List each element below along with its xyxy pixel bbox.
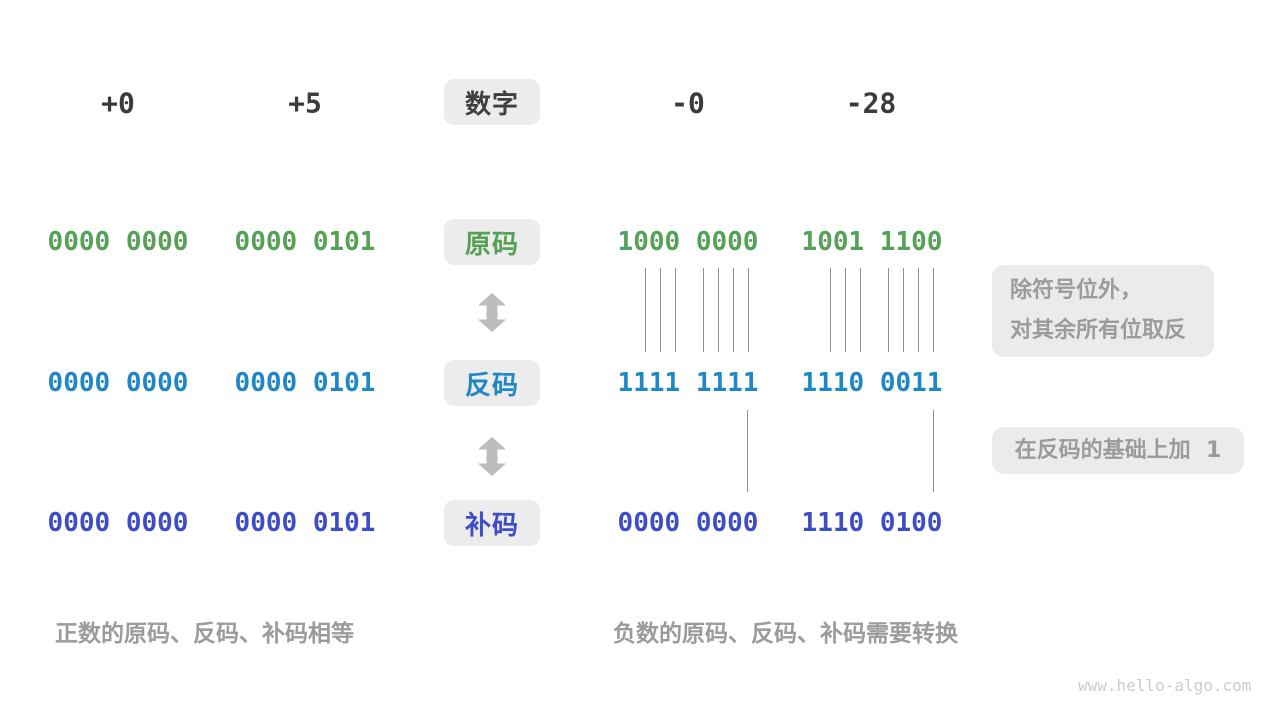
bit-line [903, 268, 904, 352]
label-number: 数字 [444, 79, 540, 125]
bit-line [845, 268, 846, 352]
bit-line [645, 268, 646, 352]
up-down-arrow-icon [478, 293, 506, 332]
bit-line [747, 410, 748, 492]
twos-complement-value: 0000 0101 [234, 508, 376, 538]
label-sign-magnitude: 原码 [444, 219, 540, 265]
bit-line [918, 268, 919, 352]
bit-line [888, 268, 889, 352]
ones-complement-value: 0000 0000 [47, 368, 189, 398]
number-pos-zero: +0 [101, 86, 135, 120]
label-ones-complement: 反码 [444, 360, 540, 406]
bit-line [675, 268, 676, 352]
caption-negative: 负数的原码、反码、补码需要转换 [613, 621, 958, 647]
ones-complement-value: 1110 0011 [801, 368, 943, 398]
annotation-invert-line2: 对其余所有位取反 [1010, 318, 1187, 343]
twos-complement-value: 0000 0000 [47, 508, 189, 538]
bit-line [718, 268, 719, 352]
sign-magnitude-value: 0000 0000 [47, 227, 189, 257]
annotation-invert-line1: 除符号位外， [1010, 278, 1143, 303]
caption-positive: 正数的原码、反码、补码相等 [55, 621, 354, 647]
bit-line [703, 268, 704, 352]
bit-line [860, 268, 861, 352]
bit-line [933, 410, 934, 492]
sign-magnitude-value: 1001 1100 [801, 227, 943, 257]
watermark: www.hello-algo.com [1078, 676, 1252, 695]
sign-magnitude-value: 0000 0101 [234, 227, 376, 257]
annotation-invert-bits: 除符号位外， 对其余所有位取反 [992, 265, 1214, 357]
ones-complement-value: 1111 1111 [617, 368, 759, 398]
sign-magnitude-value: 1000 0000 [617, 227, 759, 257]
bit-line [733, 268, 734, 352]
number-pos-five: +5 [288, 86, 322, 120]
up-down-arrow-icon [478, 437, 506, 476]
bit-line [660, 268, 661, 352]
number-neg-28: -28 [845, 86, 897, 120]
label-twos-complement: 补码 [444, 500, 540, 546]
annotation-add-one: 在反码的基础上加 1 [992, 427, 1244, 474]
number-neg-zero: -0 [671, 86, 705, 120]
bit-line [748, 268, 749, 352]
ones-complement-value: 0000 0101 [234, 368, 376, 398]
twos-complement-value: 0000 0000 [617, 508, 759, 538]
bit-line [933, 268, 934, 352]
twos-complement-value: 1110 0100 [801, 508, 943, 538]
bit-line [830, 268, 831, 352]
